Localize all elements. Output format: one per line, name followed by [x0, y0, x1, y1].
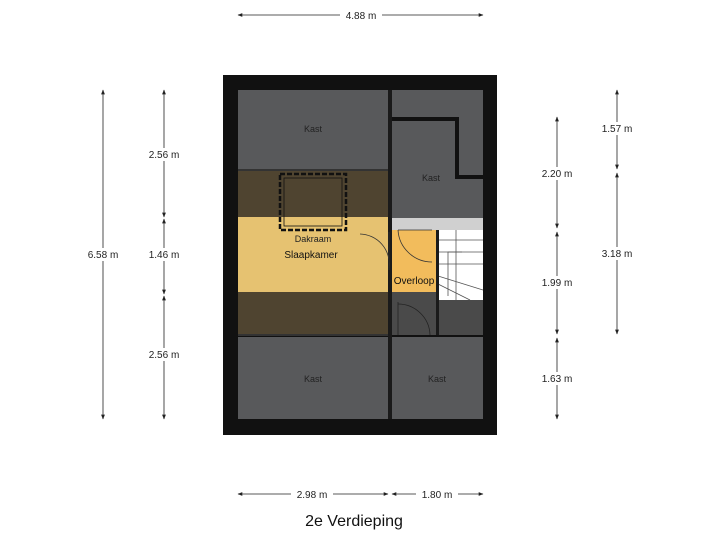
dim-left-bottom-label: 2.56 m	[149, 350, 180, 361]
dim-right-a-bottom-label: 1.63 m	[542, 374, 573, 385]
overloop-lower	[391, 292, 438, 335]
kast-top-left-label: Kast	[304, 124, 323, 134]
wall-vertical-stair	[436, 230, 439, 335]
dim-width-right: 1.80 m	[391, 488, 484, 501]
dim-total-width: 4.88 m	[237, 9, 484, 22]
wall-strip	[391, 218, 483, 230]
sloped-zone-top	[238, 170, 388, 217]
dim-left-middle: 1.46 m	[145, 218, 183, 295]
kast-bottom-right-label: Kast	[428, 374, 447, 384]
dim-total-height-label: 6.58 m	[88, 250, 119, 261]
dim-right-b-bottom: 3.18 m	[598, 172, 636, 335]
dim-total-height: 6.58 m	[84, 89, 122, 420]
wall-vertical-main	[388, 90, 392, 419]
dim-right-a-middle-label: 1.99 m	[542, 278, 573, 289]
kast-top-right-room	[391, 90, 483, 175]
kast-bottom-left-label: Kast	[304, 374, 323, 384]
stair-treads	[437, 230, 484, 301]
door-kast-bottom	[397, 302, 431, 336]
dim-left-bottom: 2.56 m	[145, 295, 183, 420]
kast-bottom-right-room	[391, 337, 483, 419]
dakraam-outline	[278, 172, 348, 232]
dim-right-b-top-label: 1.57 m	[602, 124, 633, 135]
dim-width-right-label: 1.80 m	[422, 490, 453, 501]
overloop-label: Overloop	[394, 276, 435, 287]
dim-left-middle-label: 1.46 m	[149, 250, 180, 261]
sloped-zone-bottom	[238, 292, 388, 335]
kast-top-left-room	[238, 90, 388, 170]
dakraam-outline-inner	[283, 177, 343, 227]
kast-top-right-label: Kast	[422, 173, 441, 183]
dim-right-b-top: 1.57 m	[598, 89, 636, 170]
overloop-room	[391, 230, 438, 292]
dakraam-label: Dakraam	[295, 234, 332, 244]
stairs-lower	[438, 300, 483, 335]
dim-left-top: 2.56 m	[145, 89, 183, 218]
dim-right-a-top-label: 2.20 m	[542, 169, 573, 180]
kast-top-right-inner	[391, 121, 483, 218]
door-slaapkamer	[359, 232, 390, 270]
dim-right-a-top: 2.20 m	[538, 116, 576, 229]
dim-total-width-label: 4.88 m	[346, 11, 377, 22]
slaapkamer-label: Slaapkamer	[284, 250, 338, 261]
dim-right-a-middle: 1.99 m	[538, 231, 576, 335]
kast-bottom-left-room	[238, 337, 388, 419]
stairs	[438, 230, 483, 300]
dim-left-top-label: 2.56 m	[149, 150, 180, 161]
dim-right-b-bottom-label: 3.18 m	[602, 249, 633, 260]
dim-width-left: 2.98 m	[237, 488, 389, 501]
dim-right-a-bottom: 1.63 m	[538, 337, 576, 420]
dim-width-left-label: 2.98 m	[297, 490, 328, 501]
door-kast-top	[397, 229, 433, 263]
plan-title: 2e Verdieping	[305, 513, 403, 530]
